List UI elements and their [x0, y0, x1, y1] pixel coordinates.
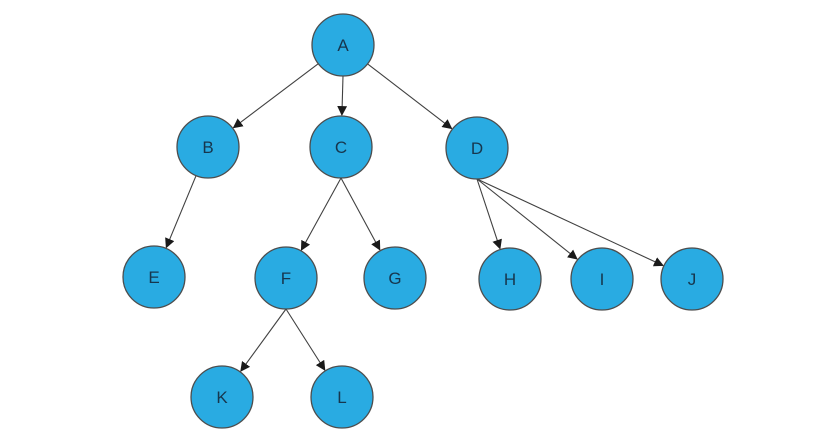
node-circle-i[interactable] [570, 247, 634, 311]
tree-node-k[interactable]: K [190, 365, 254, 429]
edge-a-b [232, 63, 319, 129]
node-circle-h[interactable] [478, 247, 542, 311]
tree-node-e[interactable]: E [122, 245, 186, 309]
tree-node-c[interactable]: C [309, 115, 373, 179]
edge-a-c [337, 75, 348, 116]
tree-node-h[interactable]: H [478, 247, 542, 311]
tree-node-g[interactable]: G [363, 246, 427, 310]
edge-d-j [476, 178, 664, 267]
node-circle-f[interactable] [254, 246, 318, 310]
edge-a-d [367, 63, 453, 130]
edge-b-e [165, 175, 197, 249]
node-circle-j[interactable] [660, 247, 724, 311]
edge-c-g [340, 177, 381, 251]
edge-d-h [476, 178, 502, 250]
node-circle-g[interactable] [363, 246, 427, 310]
tree-node-f[interactable]: F [254, 246, 318, 310]
edge-c-f [300, 177, 342, 251]
node-circle-k[interactable] [190, 365, 254, 429]
node-circle-d[interactable] [445, 116, 509, 180]
edges-layer [165, 63, 664, 372]
node-circle-e[interactable] [122, 245, 186, 309]
tree-node-j[interactable]: J [660, 247, 724, 311]
tree-node-l[interactable]: L [310, 365, 374, 429]
tree-node-b[interactable]: B [176, 115, 240, 179]
tree-node-i[interactable]: I [570, 247, 634, 311]
edge-f-k [240, 308, 287, 372]
node-circle-c[interactable] [309, 115, 373, 179]
node-circle-l[interactable] [310, 365, 374, 429]
edge-d-i [476, 178, 578, 260]
tree-node-d[interactable]: D [445, 116, 509, 180]
edge-f-l [285, 308, 326, 371]
node-circle-a[interactable] [311, 13, 375, 77]
node-circle-b[interactable] [176, 115, 240, 179]
tree-node-a[interactable]: A [311, 13, 375, 77]
